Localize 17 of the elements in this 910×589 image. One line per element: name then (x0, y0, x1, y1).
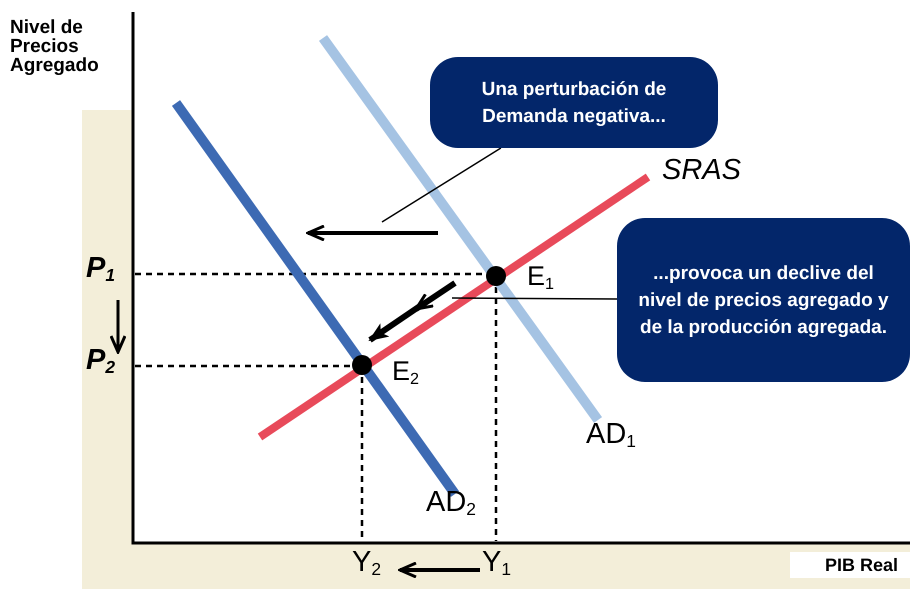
callout-text: ...provoca un declive del nivel de precios agregado y de la producción agregada. (637, 262, 890, 340)
axis-title: Nivel de Precios Agregado (10, 18, 100, 75)
axis-title: PIB Real (790, 552, 910, 578)
curve-label: AD$_{1}$ (586, 420, 636, 449)
leader-line (452, 297, 617, 300)
callout-text: Una perturbación de Demanda negativa... (480, 78, 668, 128)
point-label: E$_{2}$ (392, 358, 420, 385)
leader-line (382, 147, 502, 223)
curve-label: SRAS (662, 156, 741, 185)
callout-box (430, 57, 718, 148)
price-label: P$_{1}$ (86, 254, 116, 283)
point-label: E$_{1}$ (527, 263, 554, 290)
callout-box (617, 218, 910, 382)
output-label: Y$_{1}$ (482, 548, 512, 577)
output-label: Y$_{2}$ (352, 548, 382, 577)
price-label: P$_{2}$ (86, 346, 116, 375)
curve-label: AD$_{2}$ (426, 488, 476, 517)
